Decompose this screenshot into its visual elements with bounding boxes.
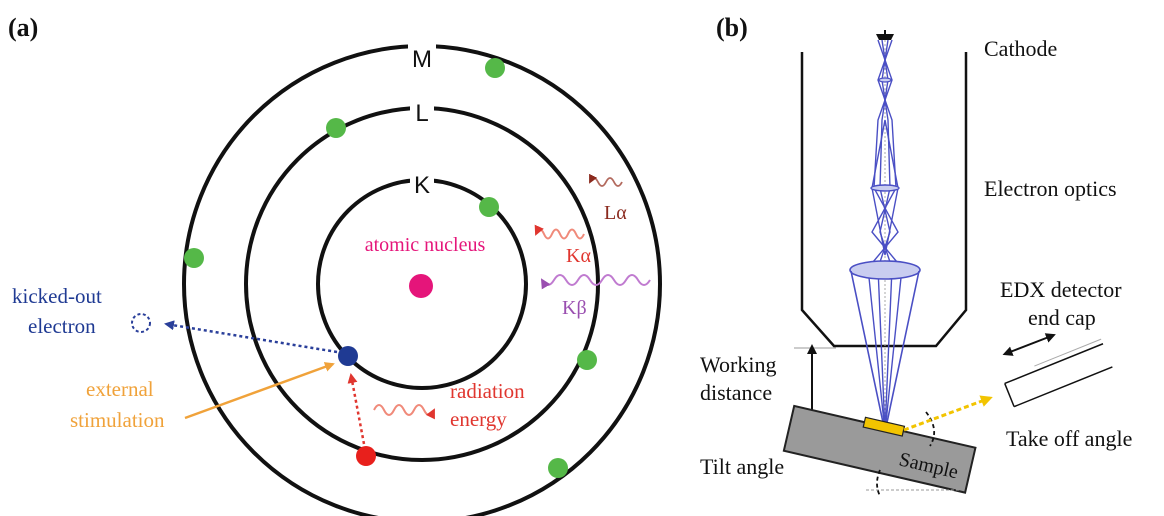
electron-k: [479, 197, 499, 217]
panel-a: (a) M L K atomic nucleus kicked-out elec…: [8, 13, 662, 516]
shell-k-label: K: [414, 172, 430, 199]
sample: [862, 416, 906, 437]
edx-label-2: end cap: [1028, 305, 1096, 330]
beam-cone: [850, 270, 920, 433]
shell-l-label: L: [415, 100, 428, 127]
objective-lens: [849, 260, 921, 280]
external-label-1: external: [86, 377, 154, 401]
external-label-2: stimulation: [70, 408, 165, 432]
k-alpha-wave: [534, 224, 585, 240]
detector-end-cap: [1004, 383, 1015, 407]
electron-m-top: [485, 58, 505, 78]
kicked-out-label-2: electron: [28, 314, 96, 338]
xray-emission: [903, 395, 993, 432]
kick-out-arrow: [164, 320, 338, 354]
electron-optics-label: Electron optics: [984, 176, 1117, 201]
shell-k-label-bg: [410, 170, 434, 198]
nucleus-label: atomic nucleus: [365, 234, 486, 256]
detector-top: [1004, 343, 1104, 385]
incoming-electron: [356, 446, 376, 466]
vacancy-electron: [338, 346, 358, 366]
shell-m-label: M: [412, 46, 432, 73]
shell-m-label-bg: [408, 44, 436, 72]
k-beta-wave: [540, 274, 651, 290]
panel-b: (b) Cathode Electron optics Working dist…: [700, 13, 1132, 497]
working-label-1: Working: [700, 352, 776, 377]
radiation-label-2: energy: [450, 407, 507, 431]
cathode-tip: [876, 34, 894, 40]
sample-stage: [782, 404, 977, 494]
atomic-nucleus: [409, 274, 433, 298]
tilt-angle-arc: [876, 469, 881, 497]
l-alpha-wave: [589, 173, 623, 187]
k-alpha-label: Kα: [566, 245, 591, 267]
l-alpha-label: Lα: [604, 202, 627, 224]
radiation-wave: [373, 404, 435, 420]
detector-bottom: [1013, 366, 1113, 408]
electron-m-left: [184, 248, 204, 268]
kicked-out-electron: [131, 313, 151, 333]
external-stimulation-arrow: [184, 362, 335, 420]
take-off-arc: [925, 411, 936, 447]
electron-l-top: [326, 118, 346, 138]
lens-1: [878, 77, 892, 83]
shell-l-label-bg: [410, 98, 434, 126]
tilt-label: Tilt angle: [700, 454, 784, 479]
electron-l-right: [577, 350, 597, 370]
transition-arrow: [347, 373, 366, 445]
working-label-2: distance: [700, 380, 772, 405]
panel-a-label: (a): [8, 13, 38, 42]
cathode-label: Cathode: [984, 36, 1057, 61]
edx-detector: [1004, 338, 1113, 408]
panel-b-label: (b): [716, 13, 748, 42]
radiation-label-1: radiation: [450, 379, 525, 403]
lens-2: [870, 184, 900, 192]
edx-label-1: EDX detector: [1000, 277, 1122, 302]
detector-motion-arrow: [1002, 333, 1056, 356]
kicked-out-label-1: kicked-out: [12, 284, 102, 308]
take-off-label: Take off angle: [1006, 426, 1132, 451]
k-beta-label: Kβ: [562, 297, 587, 319]
electron-m-bottom: [548, 458, 568, 478]
detector-guide-top: [1034, 338, 1102, 367]
